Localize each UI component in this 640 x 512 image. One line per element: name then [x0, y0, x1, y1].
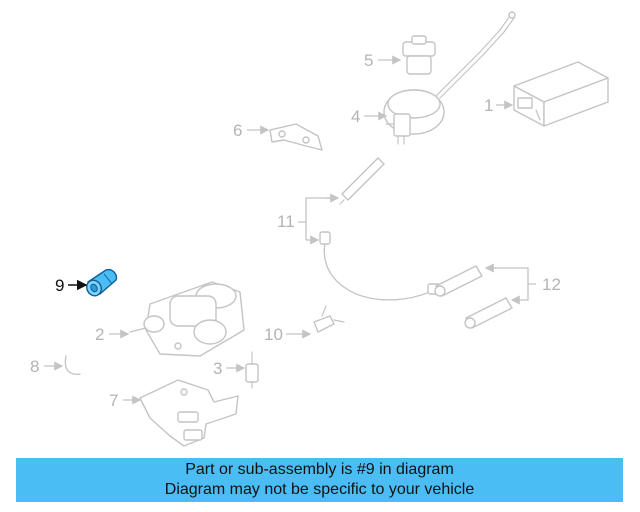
banner-line-2: Diagram may not be specific to your vehi…: [164, 481, 475, 498]
banner-line-1: Part or sub-assembly is #9 in diagram: [185, 461, 454, 478]
part-4-actuator[interactable]: [383, 11, 516, 145]
callout-9: 9: [55, 276, 64, 295]
part-5-connector[interactable]: [402, 35, 436, 75]
part-11-hoses[interactable]: [319, 157, 441, 301]
callout-11: 11: [277, 212, 295, 231]
callout-8: 8: [30, 357, 39, 376]
info-banner: Part or sub-assembly is #9 in diagram Di…: [16, 458, 623, 502]
part-2-pump-assembly[interactable]: [129, 281, 245, 357]
callout-4: 4: [351, 107, 360, 126]
part-8-hose[interactable]: [64, 355, 81, 375]
callout-5: 5: [364, 51, 373, 70]
callout-10: 10: [264, 325, 283, 344]
callout-2: 2: [95, 325, 104, 344]
part-12-sensors[interactable]: [434, 265, 513, 329]
callout-7: 7: [109, 391, 118, 410]
part-9-cap-highlighted[interactable]: [84, 268, 118, 299]
part-3-valve[interactable]: [245, 351, 259, 389]
part-6-bracket[interactable]: [269, 123, 323, 151]
part-10-fitting[interactable]: [313, 305, 345, 333]
callout-12: 12: [542, 275, 561, 294]
callout-6: 6: [233, 121, 242, 140]
parts-diagram: 1 5 4 6 11: [30, 11, 609, 447]
part-1-control-module[interactable]: [513, 61, 609, 127]
callout-1: 1: [484, 96, 493, 115]
part-7-mounting-bracket[interactable]: [139, 379, 239, 447]
callout-3: 3: [213, 359, 222, 378]
